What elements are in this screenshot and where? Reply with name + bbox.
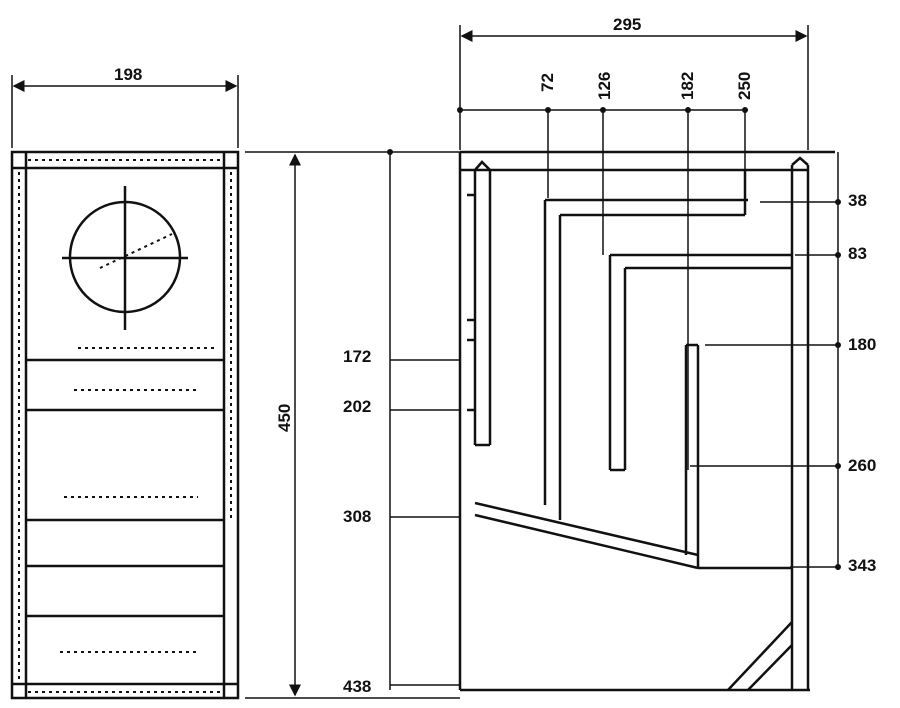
left-height-202: 202 bbox=[343, 397, 371, 416]
height-dimension: 450 bbox=[245, 151, 460, 699]
right-height-343: 343 bbox=[848, 556, 876, 575]
left-height-308: 308 bbox=[343, 507, 371, 526]
right-height-180: 180 bbox=[848, 335, 876, 354]
top-pos-72: 72 bbox=[538, 73, 557, 92]
front-height-label: 450 bbox=[275, 404, 294, 432]
right-height-38: 38 bbox=[848, 191, 867, 210]
left-height-172: 172 bbox=[343, 347, 371, 366]
top-pos-250: 250 bbox=[735, 72, 754, 100]
right-height-260: 260 bbox=[848, 456, 876, 475]
right-height-83: 83 bbox=[848, 244, 867, 263]
side-view: 295 72 126 182 250 bbox=[343, 15, 876, 696]
top-pos-126: 126 bbox=[595, 72, 614, 100]
side-depth-label: 295 bbox=[613, 15, 641, 34]
left-height-438: 438 bbox=[343, 677, 371, 696]
front-view: 198 bbox=[10, 65, 240, 700]
top-pos-182: 182 bbox=[678, 72, 697, 100]
front-width-label: 198 bbox=[114, 65, 142, 84]
